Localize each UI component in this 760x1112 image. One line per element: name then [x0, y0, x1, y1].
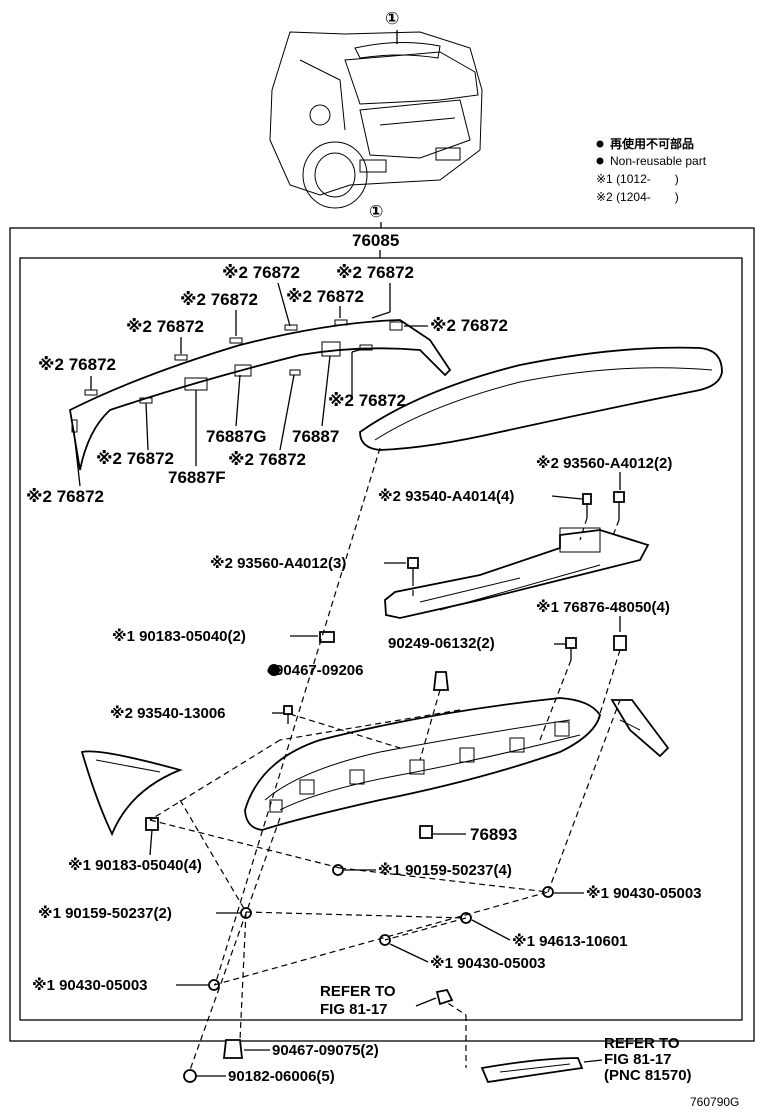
label-76872-6: ※2 76872	[126, 317, 204, 336]
right-side-cover	[610, 699, 670, 758]
bullet-icon	[596, 140, 604, 148]
hinge-bracket	[384, 491, 650, 619]
label-90183-05040-4: ※1 90183-05040(4)	[68, 856, 202, 874]
bolt-icon	[613, 491, 625, 520]
label-76872-9: ※2 76872	[96, 449, 174, 468]
rear-base-panel	[244, 697, 601, 831]
inner-frame	[19, 257, 743, 1021]
label-76887: 76887	[292, 427, 339, 446]
clip-icon	[222, 1039, 244, 1059]
vehicle-illustration	[269, 31, 483, 209]
assembly-number: 76085	[352, 231, 399, 250]
top-callout: ①	[385, 9, 399, 44]
label-76872-8: ※2 76872	[328, 391, 406, 410]
stop-lamp-part	[480, 1057, 584, 1083]
legend: 再使用不可部品 Non-reusable part ※1 (1012- ) ※2…	[596, 136, 707, 204]
label-76893: 76893	[470, 825, 517, 844]
projection-lines	[149, 447, 621, 1071]
callout-top-label: ①	[385, 9, 399, 28]
label-76872-3: ※2 76872	[180, 290, 258, 309]
clip-icon	[435, 988, 454, 1006]
label-90430-05003-a: ※1 90430-05003	[586, 884, 702, 902]
legend-non-reusable-jp: 再使用不可部品	[610, 136, 694, 151]
bullet-icon	[596, 157, 604, 165]
bullet-icon	[268, 664, 280, 676]
clip-icon	[145, 817, 159, 831]
label-90467-09206: ●90467-09206	[266, 662, 363, 679]
outer-frame	[9, 227, 755, 1042]
label-93540-A4014-4: ※2 93540-A4014(4)	[378, 487, 514, 505]
clip-icon	[432, 671, 450, 691]
refer-fig-label-2c: (PNC 81570)	[604, 1067, 692, 1084]
label-76872-7: ※2 76872	[38, 355, 116, 374]
clip-icon	[319, 631, 335, 643]
label-76876-48050-4: ※1 76876-48050(4)	[536, 598, 670, 616]
label-90430-05003-c: ※1 90430-05003	[32, 976, 148, 994]
label-76872-1: ※2 76872	[222, 263, 300, 282]
label-93560-A4012-2: ※2 93560-A4012(2)	[536, 454, 672, 472]
refer-fig-label-1b: FIG 81-17	[320, 1001, 388, 1018]
refer-fig-label-2a: REFER TO	[604, 1035, 680, 1052]
label-90159-50237-2: ※1 90159-50237(2)	[38, 904, 172, 922]
refer-fig-label-1a: REFER TO	[320, 983, 396, 1000]
label-76872-5: ※2 76872	[430, 316, 508, 335]
refer-fig-label-2b: FIG 81-17	[604, 1051, 672, 1068]
clip-icon	[419, 825, 433, 839]
legend-note-2: ※2 (1204- )	[596, 190, 679, 204]
clip-labels: ※2 76872 ※2 76872 ※2 76872 ※2 76872 ※2 7…	[26, 263, 508, 506]
label-90249-06132-2: 90249-06132(2)	[388, 635, 495, 652]
bolt-icon	[582, 493, 592, 518]
bolt-icon	[407, 557, 419, 580]
label-93540-13006: ※2 93540-13006	[110, 704, 226, 722]
spoiler-body	[69, 319, 723, 471]
label-93560-A4012-3: ※2 93560-A4012(3)	[210, 554, 346, 572]
left-side-cover	[80, 750, 183, 837]
label-76872-4: ※2 76872	[286, 287, 364, 306]
callout-box-label: ①	[369, 202, 383, 221]
clip-icon	[613, 635, 627, 651]
bolt-icon	[283, 705, 293, 724]
bolt-icon	[565, 637, 577, 660]
nut-icon	[183, 1069, 197, 1083]
label-90183-05040-2: ※1 90183-05040(2)	[112, 627, 246, 645]
legend-non-reusable-en: Non-reusable part	[610, 154, 707, 168]
label-76872-10: ※2 76872	[228, 450, 306, 469]
label-76872-2: ※2 76872	[336, 263, 414, 282]
label-76887F: 76887F	[168, 468, 226, 487]
label-94613-10601: ※1 94613-10601	[512, 932, 628, 950]
label-90159-50237-4: ※1 90159-50237(4)	[378, 861, 512, 879]
legend-note-1: ※1 (1012- )	[596, 172, 679, 186]
label-76887G: 76887G	[206, 427, 267, 446]
label-90430-05003-b: ※1 90430-05003	[430, 954, 546, 972]
label-90182-06006-5: 90182-06006(5)	[228, 1068, 335, 1085]
label-90467-09075-2: 90467-09075(2)	[272, 1042, 379, 1059]
figure-id: 760790G	[690, 1095, 739, 1109]
label-76872-11: ※2 76872	[26, 487, 104, 506]
